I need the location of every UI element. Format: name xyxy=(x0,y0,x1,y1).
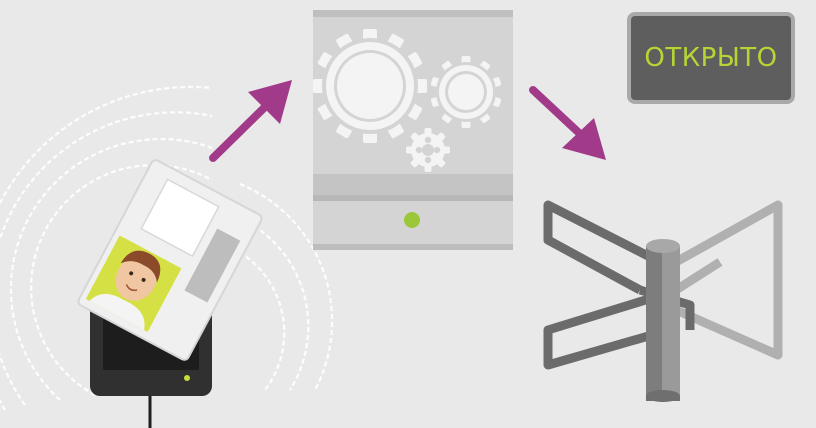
status-sign-text: ОТКРЫТО xyxy=(644,43,777,73)
tripod-turnstile-icon xyxy=(548,205,778,402)
status-sign: ОТКРЫТО xyxy=(627,12,795,104)
controller-gears-icon xyxy=(313,10,513,250)
indicator-light xyxy=(404,212,420,228)
arrow-reader-to-controller xyxy=(213,80,292,158)
turnstile-back-arms xyxy=(676,205,778,355)
arrow-controller-to-turnstile xyxy=(533,90,606,160)
reader-status-led xyxy=(184,375,190,381)
small-gear xyxy=(406,128,450,172)
